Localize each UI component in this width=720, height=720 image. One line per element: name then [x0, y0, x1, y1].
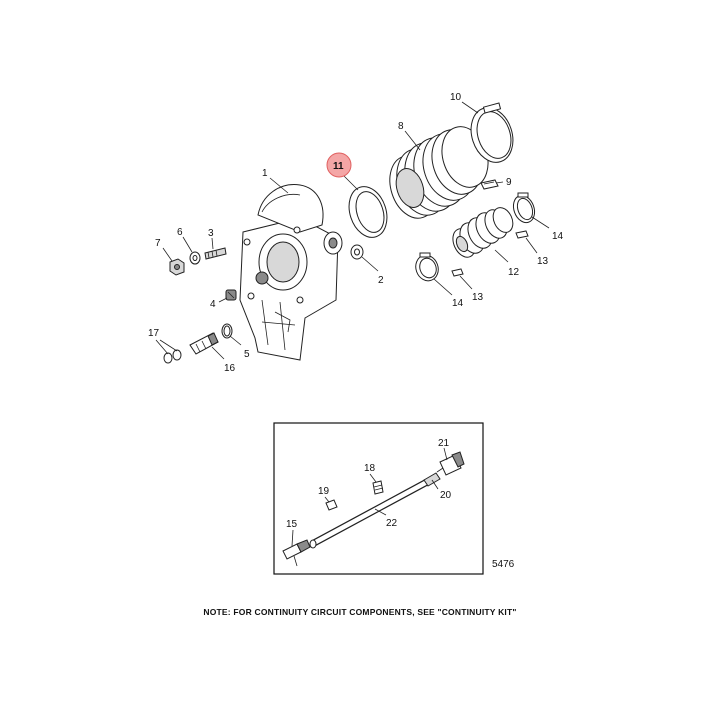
part-fitting-15 — [282, 539, 311, 567]
callout-14-upper: 14 — [552, 231, 564, 242]
callout-19: 19 — [318, 486, 330, 497]
part-bellows-8 — [389, 126, 489, 219]
callout-11: 11 — [333, 161, 344, 172]
part-bellows-12 — [452, 207, 514, 258]
callout-13-right: 13 — [537, 256, 549, 267]
callout-1: 1 — [262, 168, 268, 179]
callout-7: 7 — [155, 238, 161, 249]
part-nut-7 — [169, 258, 185, 276]
part-clip-19 — [325, 499, 338, 511]
part-terminal-20 — [423, 472, 441, 487]
part-clip-9 — [480, 179, 499, 190]
callout-6: 6 — [177, 227, 183, 238]
part-plug-4 — [225, 289, 237, 301]
callout-12: 12 — [508, 267, 520, 278]
continuity-note: NOTE: FOR CONTINUITY CIRCUIT COMPONENTS,… — [203, 607, 517, 617]
callout-numbers: 1 2 3 4 5 6 7 8 9 10 11 12 13 13 14 14 1… — [148, 92, 564, 570]
callout-16: 16 — [224, 363, 236, 374]
callout-9: 9 — [506, 177, 512, 188]
leader-lines — [155, 101, 550, 547]
part-connector-21 — [436, 451, 465, 476]
callout-17: 17 — [148, 328, 160, 339]
part-clamp-10 — [470, 102, 514, 163]
part-clamp-14-upper — [512, 192, 536, 224]
callout-4: 4 — [210, 299, 216, 310]
part-wire-22 — [309, 478, 431, 549]
part-washer-2 — [350, 244, 364, 260]
callout-8: 8 — [398, 121, 404, 132]
callout-2: 2 — [378, 275, 384, 286]
part-screw-18 — [372, 480, 384, 495]
part-ring-11 — [348, 186, 388, 238]
highlight-circle-11 — [326, 152, 352, 178]
part-fitting-16 — [189, 332, 219, 355]
part-stud-3 — [204, 247, 227, 260]
part-washers-17 — [163, 349, 182, 364]
part-oring-5 — [221, 323, 233, 339]
callout-5: 5 — [244, 349, 250, 360]
callout-15: 15 — [286, 519, 298, 530]
callout-22: 22 — [386, 518, 398, 529]
part-washer-6 — [189, 251, 201, 265]
part-clamp-14-lower — [415, 252, 439, 282]
part-clip-13-lower — [451, 268, 464, 277]
callout-18: 18 — [364, 463, 376, 474]
callout-21: 21 — [438, 438, 450, 449]
part-clip-13-right — [515, 230, 529, 239]
callout-14-lower: 14 — [452, 298, 464, 309]
callout-20: 20 — [440, 490, 452, 501]
figure-number: 5476 — [492, 559, 515, 570]
part-bell-housing — [239, 184, 343, 361]
inset-box — [273, 422, 484, 575]
callout-13-lower: 13 — [472, 292, 484, 303]
callout-10: 10 — [450, 92, 462, 103]
callout-3: 3 — [208, 228, 214, 239]
